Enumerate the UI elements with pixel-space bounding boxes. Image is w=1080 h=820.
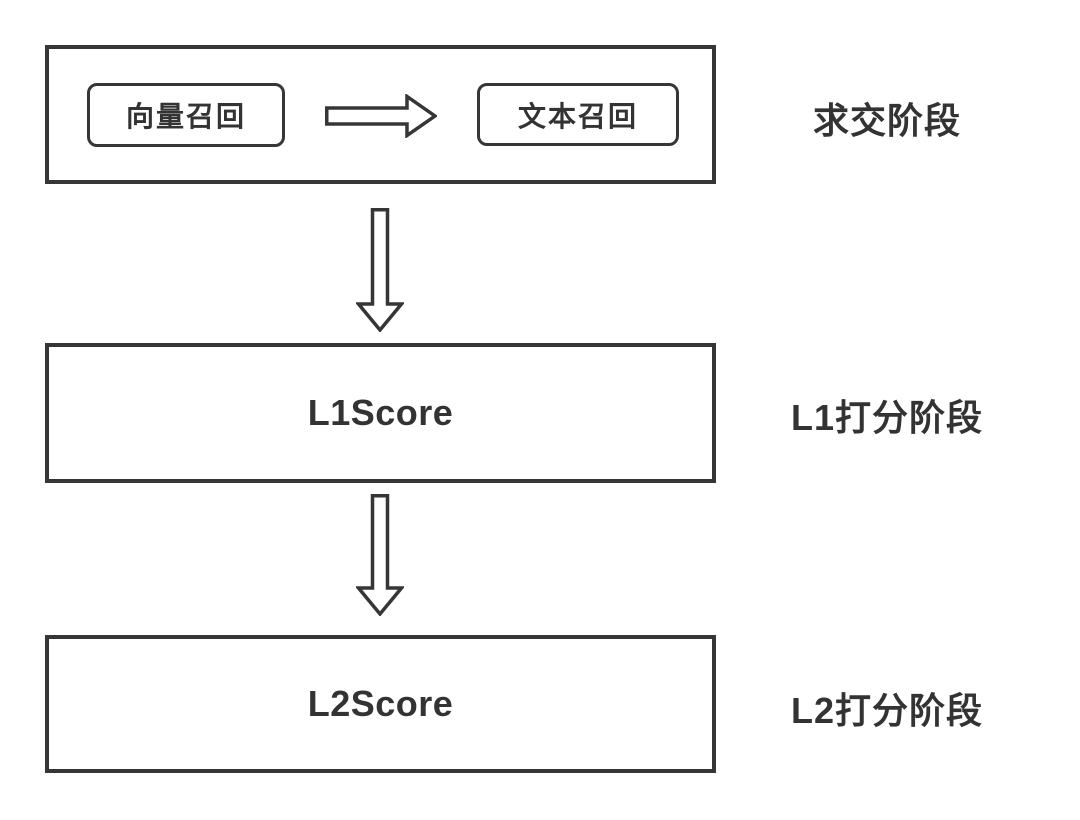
arrow-down-icon — [356, 208, 404, 332]
node-text-recall: 文本召回 — [477, 83, 679, 146]
stage-box-l1score: L1Score — [45, 343, 716, 483]
stage-label-l1: L1打分阶段 — [790, 397, 984, 438]
stage-label-l2: L2打分阶段 — [790, 690, 984, 731]
node-text-recall-label: 文本召回 — [517, 100, 638, 132]
node-vector-recall-label: 向量召回 — [125, 101, 246, 132]
node-vector-recall: 向量召回 — [87, 83, 285, 147]
stage-box-l2score: L2Score — [45, 635, 716, 773]
stage-label-intersection: 求交阶段 — [812, 100, 962, 141]
arrow-down-icon — [356, 494, 404, 616]
l2score-label: L2Score — [307, 683, 454, 724]
arrow-right-icon — [325, 94, 437, 138]
l1score-label: L1Score — [307, 392, 454, 433]
